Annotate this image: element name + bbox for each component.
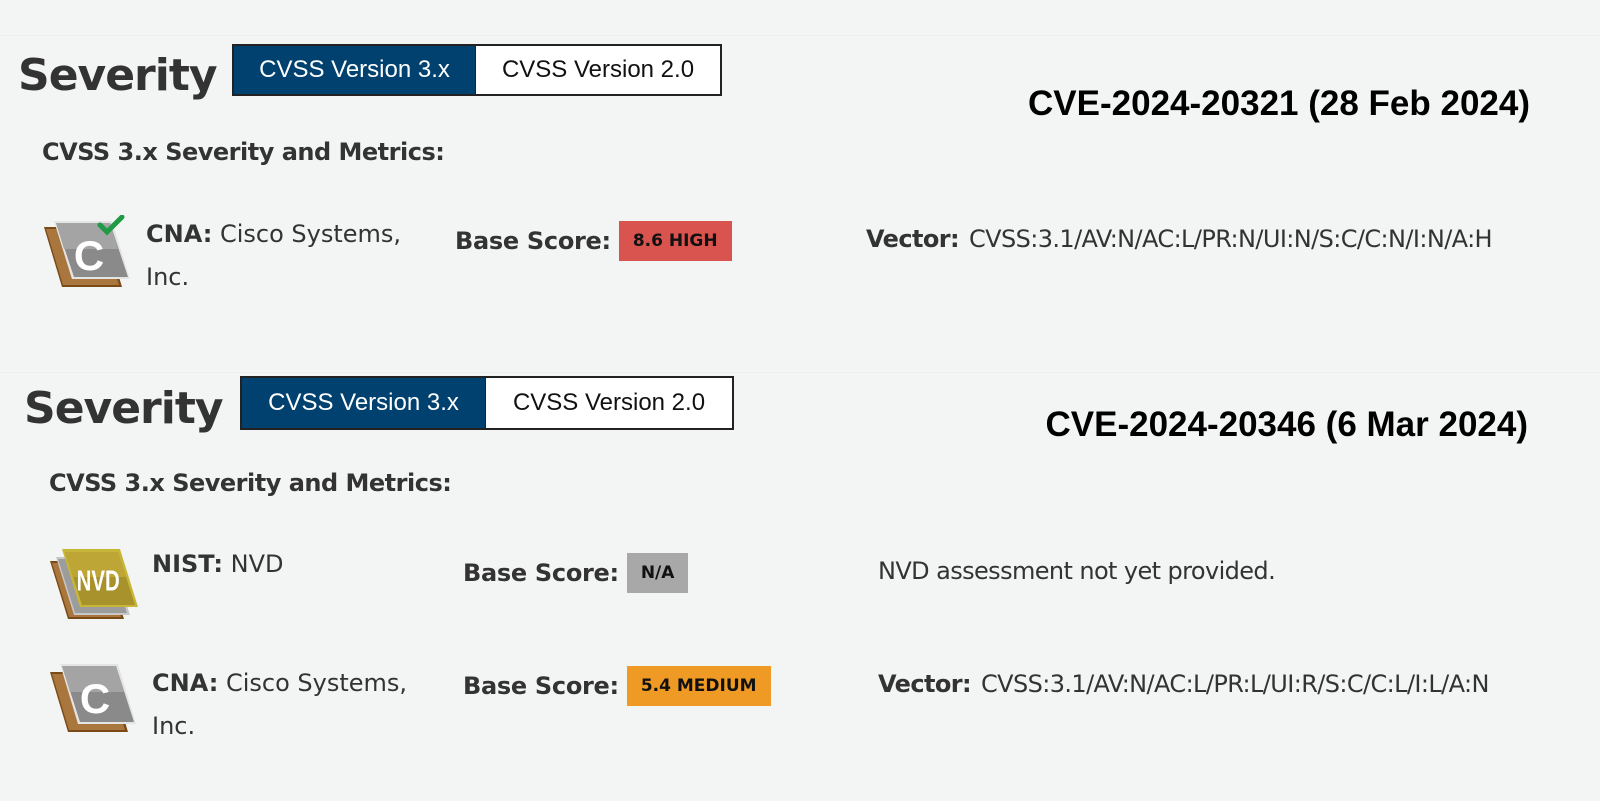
tab-cvss-2[interactable]: CVSS Version 2.0 — [486, 378, 732, 428]
nvd-icon: NVD — [48, 545, 138, 625]
metrics-heading: CVSS 3.x Severity and Metrics: — [49, 469, 452, 497]
base-score-label: Base Score: — [463, 559, 619, 587]
cna-icon: C — [48, 660, 138, 740]
source-value: Cisco Systems, Inc. — [152, 669, 408, 740]
vector: Vector: CVSS:3.1/AV:N/AC:L/PR:N/UI:N/S:C/… — [866, 225, 1493, 253]
nvd-assessment-note: NVD assessment not yet provided. — [878, 557, 1276, 585]
base-score-badge-high[interactable]: 8.6 HIGH — [618, 221, 732, 261]
base-score: Base Score: 8.6 HIGH — [455, 221, 732, 261]
tab-cvss-3x[interactable]: CVSS Version 3.x — [242, 378, 486, 428]
base-score: Base Score: 5.4 MEDIUM — [463, 666, 771, 706]
vector-label: Vector: — [878, 670, 972, 698]
cve-severity-panel-2: Severity CVSS Version 3.x CVSS Version 2… — [0, 372, 1600, 801]
cvss-version-tabs: CVSS Version 3.x CVSS Version 2.0 — [240, 376, 734, 430]
base-score-badge-na: N/A — [626, 553, 689, 593]
source-value: NVD — [230, 550, 284, 578]
svg-text:C: C — [80, 675, 110, 722]
source-label: NIST: — [152, 550, 223, 578]
tab-cvss-3x[interactable]: CVSS Version 3.x — [234, 46, 476, 94]
vector-value-link[interactable]: CVSS:3.1/AV:N/AC:L/PR:L/UI:R/S:C/C:L/I:L… — [980, 670, 1490, 698]
source-label: CNA: — [152, 669, 219, 697]
source-nist: NIST: NVD — [152, 543, 442, 586]
base-score-label: Base Score: — [455, 227, 611, 255]
vector-label: Vector: — [866, 225, 960, 253]
svg-text:NVD: NVD — [77, 565, 120, 597]
tab-cvss-2[interactable]: CVSS Version 2.0 — [476, 46, 720, 94]
cve-title: CVE-2024-20346 (6 Mar 2024) — [1045, 405, 1528, 444]
source-label: CNA: — [146, 220, 213, 248]
severity-heading: Severity — [18, 50, 218, 101]
cve-severity-panel-1: Severity CVSS Version 3.x CVSS Version 2… — [0, 35, 1600, 366]
vector-value-link[interactable]: CVSS:3.1/AV:N/AC:L/PR:N/UI:N/S:C/C:N/I:N… — [968, 225, 1493, 253]
source-cna: CNA: Cisco Systems, Inc. — [152, 662, 442, 748]
source-cna: CNA: Cisco Systems, Inc. — [146, 213, 436, 299]
source-value: Cisco Systems, Inc. — [146, 220, 402, 291]
base-score-badge-medium[interactable]: 5.4 MEDIUM — [626, 666, 771, 706]
base-score: Base Score: N/A — [463, 553, 689, 593]
base-score-label: Base Score: — [463, 672, 619, 700]
svg-text:C: C — [74, 232, 104, 279]
cna-verified-icon: C — [42, 214, 132, 295]
cvss-version-tabs: CVSS Version 3.x CVSS Version 2.0 — [232, 44, 722, 96]
vector: Vector: CVSS:3.1/AV:N/AC:L/PR:L/UI:R/S:C/… — [878, 670, 1489, 698]
severity-heading: Severity — [24, 383, 224, 434]
metrics-heading: CVSS 3.x Severity and Metrics: — [42, 138, 445, 166]
cve-title: CVE-2024-20321 (28 Feb 2024) — [1028, 84, 1530, 123]
